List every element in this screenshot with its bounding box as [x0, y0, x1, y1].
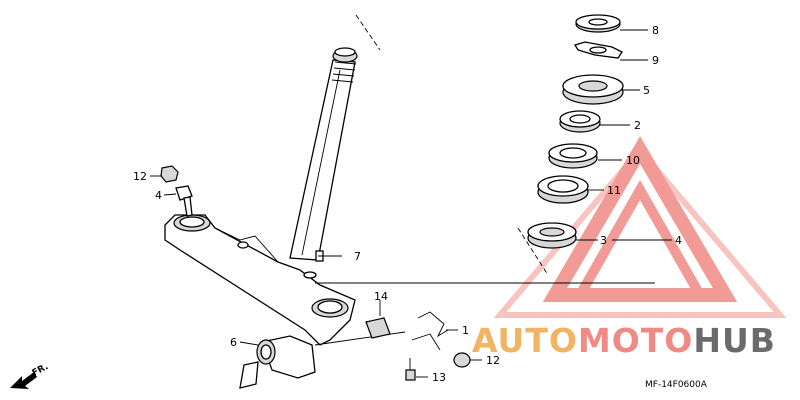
lower-axis-line	[517, 227, 549, 276]
callout-13: 13	[432, 371, 446, 384]
callout-14: 14	[374, 290, 388, 303]
callout-12-left: 12	[133, 170, 147, 183]
callout-10: 10	[626, 154, 640, 167]
front-arrow-icon: FR.	[10, 362, 50, 389]
callout-3: 3	[600, 234, 607, 247]
lock-cylinder-6	[239, 331, 406, 389]
bottom-bridge	[164, 214, 356, 346]
callout-8: 8	[652, 24, 659, 37]
bearing-race-2	[559, 110, 630, 133]
callout-6: 6	[230, 336, 237, 349]
lock-washer-9	[574, 41, 648, 61]
callout-2: 2	[634, 119, 641, 132]
adjusting-nut-5	[562, 74, 640, 105]
bearing-10	[548, 143, 622, 169]
steering-stem	[289, 47, 358, 261]
callout-7: 7	[354, 250, 361, 263]
clip-1	[411, 311, 458, 351]
bolt-13	[405, 358, 428, 381]
callout-4-right: 4	[675, 234, 682, 247]
watermark-part-auto: AUTO	[472, 321, 578, 360]
callout-4-left: 4	[155, 189, 162, 202]
bolt-7	[315, 250, 342, 262]
watermark-part-moto: MOTO	[578, 321, 693, 360]
spring-14	[365, 300, 391, 339]
callout-1: 1	[462, 324, 469, 337]
diagram-code: MF-14F0600A	[645, 380, 708, 390]
watermark-text: AUTOMOTOHUB	[472, 321, 776, 360]
stem-axis-line	[355, 14, 381, 51]
dust-seal-3	[527, 222, 672, 249]
bearing-11	[537, 175, 604, 204]
callout-5: 5	[643, 84, 650, 97]
front-arrow-label: FR.	[31, 362, 50, 379]
svg-text:AUTOMOTOHUB: AUTOMOTOHUB	[472, 321, 776, 360]
nut-12-left	[150, 165, 179, 183]
cap-12-right	[453, 352, 482, 368]
bolt-4-left	[163, 185, 193, 217]
watermark-part-hub: HUB	[693, 321, 776, 360]
callout-12-right: 12	[486, 354, 500, 367]
callout-11: 11	[607, 184, 621, 197]
callout-9: 9	[652, 54, 659, 67]
locknut-8	[575, 14, 648, 33]
